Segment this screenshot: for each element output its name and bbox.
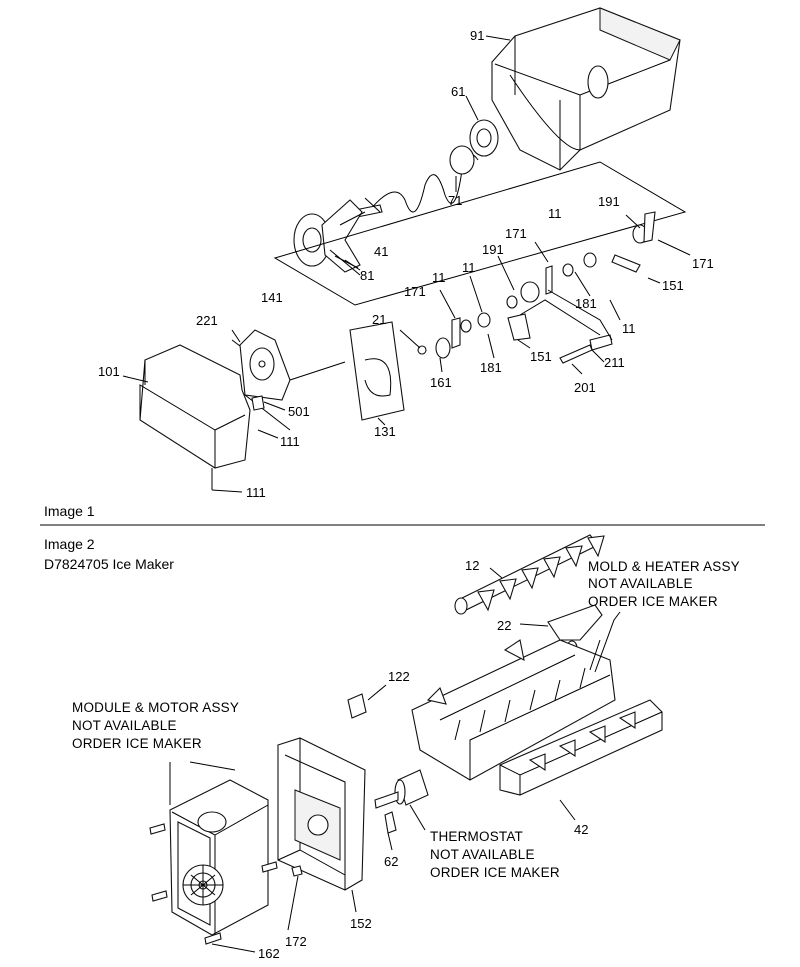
label-41: 41 xyxy=(374,244,388,259)
thermostat-part xyxy=(374,769,429,851)
image2-subtitle: D7824705 Ice Maker xyxy=(44,556,174,572)
cover-part xyxy=(139,344,265,490)
label-101: 101 xyxy=(98,364,120,379)
label-171-c: 171 xyxy=(404,284,426,299)
image1-leaders xyxy=(122,197,691,493)
svg-text:NOT AVAILABLE: NOT AVAILABLE xyxy=(430,847,535,862)
label-71: 71 xyxy=(448,193,462,208)
label-12: 12 xyxy=(465,558,479,573)
mold-part xyxy=(411,639,616,781)
image2-labels: 12 22 122 42 62 152 172 162 xyxy=(258,558,588,961)
label-131: 131 xyxy=(374,424,396,439)
svg-text:ORDER ICE MAKER: ORDER ICE MAKER xyxy=(72,736,202,751)
image1-caption: Image 1 xyxy=(44,503,95,519)
label-191-b: 191 xyxy=(482,242,504,257)
label-81: 81 xyxy=(360,268,374,283)
label-11-d: 11 xyxy=(432,270,446,285)
label-91: 91 xyxy=(470,28,484,43)
label-152: 152 xyxy=(350,916,372,931)
note-module-motor: MODULE & MOTOR ASSY NOT AVAILABLE ORDER … xyxy=(72,700,239,751)
label-42: 42 xyxy=(574,822,588,837)
label-161: 161 xyxy=(430,375,452,390)
label-11-b: 11 xyxy=(622,321,636,336)
svg-text:MODULE & MOTOR ASSY: MODULE & MOTOR ASSY xyxy=(72,700,239,715)
label-211: 211 xyxy=(604,355,625,370)
label-191-a: 191 xyxy=(598,194,620,209)
image2-leaders xyxy=(169,611,621,831)
label-181-b: 181 xyxy=(480,360,502,375)
label-141: 141 xyxy=(261,290,283,305)
label-172: 172 xyxy=(285,934,307,949)
label-111-b: 111 xyxy=(246,485,266,500)
image1-labels: 91 61 71 41 81 191 171 11 171 151 181 11… xyxy=(98,28,714,500)
bushing-part xyxy=(465,95,499,157)
label-111-a: 111 xyxy=(280,434,300,449)
svg-text:ORDER ICE MAKER: ORDER ICE MAKER xyxy=(430,865,560,880)
label-171-a: 171 xyxy=(692,256,714,271)
note-mold-heater: MOLD & HEATER ASSY NOT AVAILABLE ORDER I… xyxy=(588,559,740,609)
label-61: 61 xyxy=(451,84,465,99)
label-151-a: 151 xyxy=(662,278,684,293)
image2-diagram: 12 22 122 42 62 152 172 162 MOLD & HEATE… xyxy=(72,534,740,961)
ejector-part xyxy=(454,534,605,615)
svg-text:MOLD & HEATER ASSY: MOLD & HEATER ASSY xyxy=(588,559,740,574)
clip-part xyxy=(347,684,387,719)
label-11-c: 11 xyxy=(462,260,476,275)
module-motor-part xyxy=(169,779,269,936)
label-22: 22 xyxy=(497,618,511,633)
label-162: 162 xyxy=(258,946,280,961)
image2-caption: Image 2 xyxy=(44,536,95,552)
shutoff-arm-part xyxy=(499,699,663,821)
label-181-a: 181 xyxy=(575,296,597,311)
motor-housing-part xyxy=(231,329,346,431)
label-122: 122 xyxy=(388,669,410,684)
housing-part xyxy=(277,737,366,913)
svg-text:NOT AVAILABLE: NOT AVAILABLE xyxy=(588,576,693,591)
note-thermostat: THERMOSTAT NOT AVAILABLE ORDER ICE MAKER xyxy=(430,829,560,880)
label-151-b: 151 xyxy=(530,349,552,364)
label-62: 62 xyxy=(384,854,398,869)
label-501: 501 xyxy=(288,404,310,419)
screws xyxy=(149,823,303,953)
svg-text:NOT AVAILABLE: NOT AVAILABLE xyxy=(72,718,177,733)
label-171-b: 171 xyxy=(505,226,527,241)
label-201: 201 xyxy=(574,380,596,395)
label-21: 21 xyxy=(372,312,386,327)
svg-text:ORDER ICE MAKER: ORDER ICE MAKER xyxy=(588,594,718,609)
mounting-plate-part xyxy=(349,321,405,421)
linkage-parts xyxy=(417,211,656,364)
auger-part xyxy=(293,199,366,276)
label-11-a: 11 xyxy=(548,206,562,221)
label-221: 221 xyxy=(196,313,218,328)
image1-diagram: 91 61 71 41 81 191 171 11 171 151 181 11… xyxy=(98,7,714,500)
ice-bucket-part xyxy=(485,7,681,171)
svg-text:THERMOSTAT: THERMOSTAT xyxy=(430,829,523,844)
